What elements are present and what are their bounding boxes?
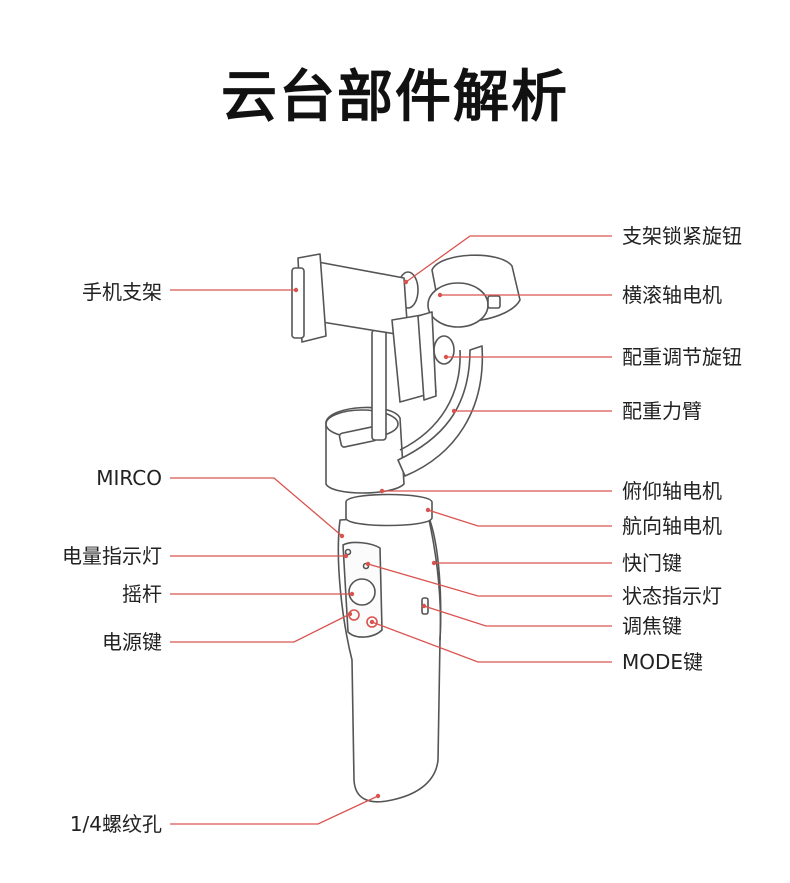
leader-tripod — [170, 795, 379, 825]
joystick-shape — [348, 578, 376, 606]
label-shutter-button: 快门键 — [622, 551, 682, 575]
label-pan-motor: 航向轴电机 — [622, 514, 722, 538]
leader-pan-motor — [427, 509, 612, 527]
leader-mirco — [170, 477, 343, 537]
label-power-button: 电源键 — [102, 630, 162, 654]
leader-lock-knob — [405, 235, 612, 283]
label-tripod-hole: 1/4螺纹孔 — [69, 812, 162, 836]
label-counterweight-arm: 配重力臂 — [622, 399, 702, 423]
leader-focus — [423, 605, 612, 627]
leader-status — [367, 563, 612, 597]
pan-motor-shape — [345, 493, 433, 527]
label-focus-button: 调焦键 — [622, 614, 682, 638]
label-tilt-motor: 俯仰轴电机 — [622, 479, 722, 503]
counterweight-knob-shape — [433, 335, 455, 365]
label-mirco: MIRCO — [96, 466, 162, 490]
gimbal-illustration — [291, 253, 521, 803]
label-joystick: 摇杆 — [122, 582, 162, 606]
label-battery-indicator: 电量指示灯 — [62, 544, 162, 568]
leader-mode — [371, 621, 612, 663]
label-roll-motor: 横滚轴电机 — [622, 283, 722, 307]
label-status-indicator: 状态指示灯 — [622, 584, 722, 608]
leader-lines — [170, 235, 612, 825]
label-bracket-lock-knob: 支架锁紧旋钮 — [622, 224, 742, 248]
leader-power — [170, 613, 351, 643]
label-counterweight-knob: 配重调节旋钮 — [622, 345, 742, 369]
label-mode-button: MODE键 — [622, 650, 704, 674]
label-phone-holder: 手机支架 — [82, 280, 162, 304]
page-title: 云台部件解析 — [221, 65, 569, 130]
